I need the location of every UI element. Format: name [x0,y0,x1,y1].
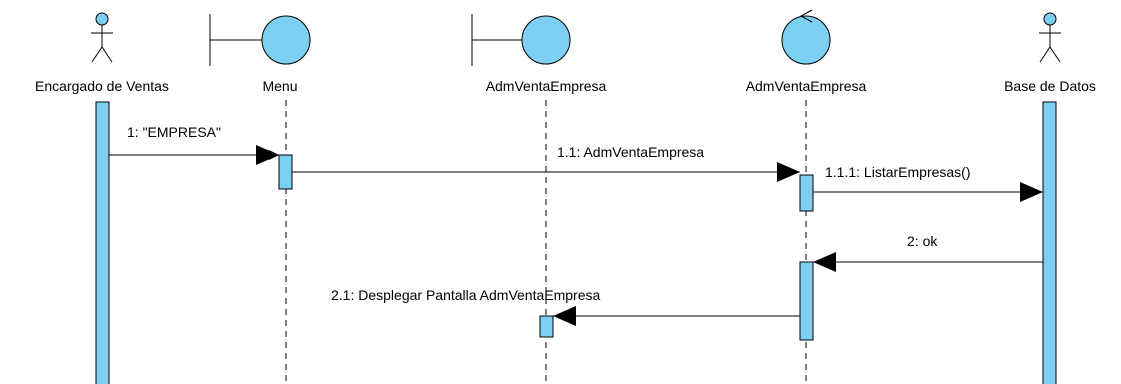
message-label: 1: "EMPRESA" [127,124,221,140]
control-icon [781,9,831,65]
activation-adm-boundary [539,315,554,338]
boundary-icon [209,14,311,66]
actor-icon [91,12,113,63]
arrowhead [1020,182,1043,202]
arrowhead [777,162,800,182]
activation-adm-control-2 [799,261,814,341]
message-label: 2: ok [907,233,938,249]
message-1-1[interactable]: 1.1: AdmVentaEmpresa [292,144,800,182]
participant-label: Encargado de Ventas [35,78,169,94]
activation-adm-control-1 [799,174,814,212]
message-1[interactable]: 1: "EMPRESA" [109,124,279,165]
participant-adm-venta-empresa-boundary[interactable]: AdmVentaEmpresa [471,14,607,94]
activation-base [1042,101,1057,384]
participant-label: AdmVentaEmpresa [746,78,867,94]
arrowhead [813,252,836,272]
lifelines [285,100,807,384]
message-2[interactable]: 2: ok [813,233,1043,272]
message-label: 1.1.1: ListarEmpresas() [825,164,971,180]
boundary-icon [471,14,571,66]
message-label: 1.1: AdmVentaEmpresa [557,144,704,160]
participant-encargado-de-ventas[interactable]: Encargado de Ventas [35,12,169,94]
message-1-1-1[interactable]: 1.1.1: ListarEmpresas() [813,164,1043,202]
activation-menu [278,154,293,190]
message-label: 2.1: Desplegar Pantalla AdmVentaEmpresa [331,287,600,303]
actor-icon [1039,12,1061,63]
participant-label: Base de Datos [1004,78,1096,94]
arrowhead [256,145,279,165]
participant-adm-venta-empresa-control[interactable]: AdmVentaEmpresa [746,9,867,94]
participant-label: Menu [262,78,297,94]
activations [95,101,1057,384]
participant-base-de-datos[interactable]: Base de Datos [1004,12,1096,94]
message-2-1[interactable]: 2.1: Desplegar Pantalla AdmVentaEmpresa [331,287,800,326]
participant-label: AdmVentaEmpresa [486,78,607,94]
arrowhead [553,306,576,326]
participant-menu[interactable]: Menu [209,14,311,94]
activation-encargado [95,101,110,384]
